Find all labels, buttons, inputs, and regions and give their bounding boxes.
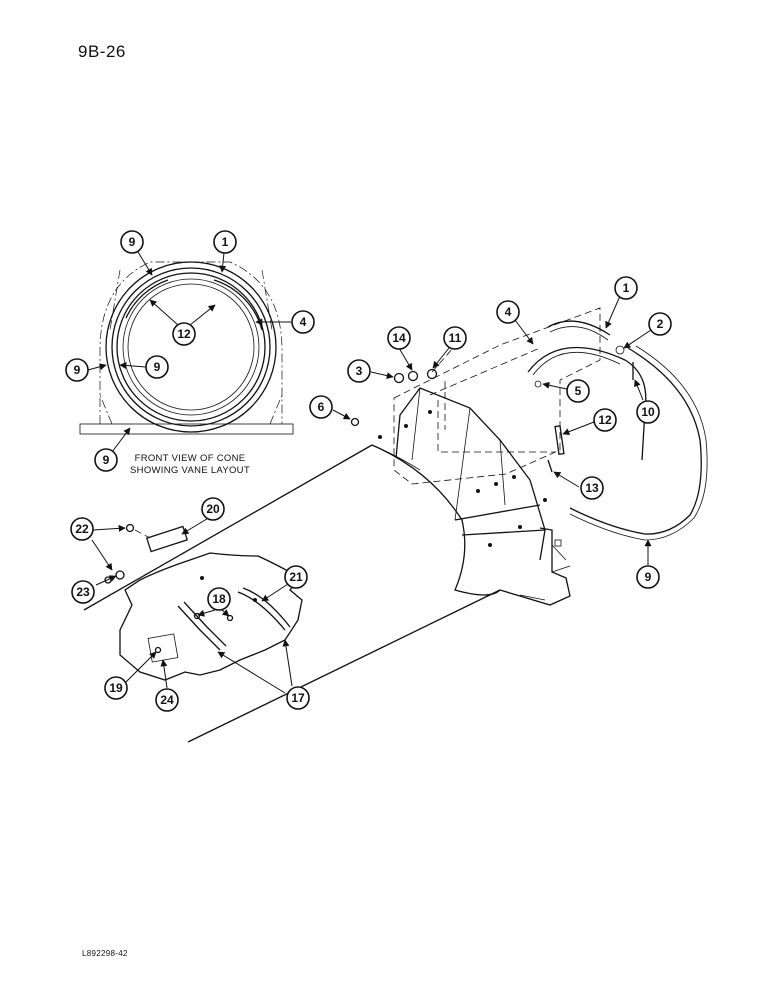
svg-text:9: 9 [154,360,161,374]
cutaway-outline [119,552,303,681]
svg-text:9: 9 [74,363,81,377]
nut-14 [407,370,419,382]
plate-24 [147,633,179,663]
callout-17: 17 [286,686,310,710]
svg-text:1: 1 [623,281,630,295]
vane-part-4 [527,346,647,461]
callout-9-inset-inner: 9 [145,355,169,379]
page-number: 9B-26 [78,42,126,61]
svg-text:20: 20 [206,502,220,516]
nut-6 [350,417,360,427]
svg-text:13: 13 [585,481,599,495]
svg-text:10: 10 [641,405,655,419]
svg-text:11: 11 [449,331,462,345]
vane-clip-12 [554,425,565,456]
svg-text:24: 24 [160,693,174,707]
interior-vane-21 [242,587,291,628]
svg-text:18: 18 [212,592,226,606]
svg-text:4: 4 [300,315,307,329]
svg-text:6: 6 [318,400,325,414]
nut-2 [615,345,625,355]
cone-tube-bottom-line [187,589,501,743]
cone-mount-bracket [499,527,571,606]
vane-part-1 [547,320,611,336]
vane-part-9 [569,347,702,535]
callout-19: 19 [104,676,128,700]
inset-cone-ring [116,272,266,422]
washer-23 [115,570,125,580]
nut-3 [393,372,405,384]
inset-base-plate [79,423,294,435]
nut-22 [125,523,135,533]
svg-text:9: 9 [129,235,136,249]
inset-outer-vane [105,261,277,433]
svg-text:1: 1 [222,235,229,249]
inset-vane-arc-left [125,279,169,319]
callout-1-inset: 1 [213,230,237,254]
svg-text:9: 9 [645,570,652,584]
callout-3: 3 [347,359,371,383]
svg-text:9: 9 [103,453,110,467]
callout-12: 12 [593,408,617,432]
svg-text:21: 21 [289,570,303,584]
callout-9: 9 [636,565,660,589]
cone-tube-top-line [83,444,373,611]
cone-bolt-holes [378,410,547,547]
inset-opening [127,283,255,411]
callout-6: 6 [309,395,333,419]
svg-text:23: 23 [76,585,90,599]
callout-9-inset-top: 9 [120,230,144,254]
plate-20 [145,525,189,553]
callout-22: 22 [70,517,94,541]
svg-text:12: 12 [177,327,191,341]
callout-20: 20 [201,497,225,521]
callout-14: 14 [387,326,411,350]
callout-23: 23 [71,580,95,604]
svg-text:17: 17 [291,691,305,705]
bolt-13 [547,459,553,473]
bolt-5-head [534,380,542,388]
main-cone [83,307,601,743]
svg-text:3: 3 [356,364,363,378]
leader-lines [87,251,652,694]
exploded-vanes [431,320,708,541]
inset-caption-line1: FRONT VIEW OF CONE [135,453,246,464]
footer-code: L892298-42 [82,949,128,958]
callout-13: 13 [580,476,604,500]
svg-text:22: 22 [75,522,89,536]
inset-caption-line2: SHOWING VANE LAYOUT [130,465,250,476]
cone-transition-body [395,387,546,561]
callout-11: 11 [443,326,467,350]
callout-18: 18 [207,587,231,611]
nut-11 [426,368,438,380]
callout-1: 1 [614,276,638,300]
callout-4-inset: 4 [291,310,315,334]
svg-text:2: 2 [657,317,664,331]
inset-front-view [79,261,294,435]
svg-text:12: 12 [598,413,612,427]
svg-text:14: 14 [392,331,406,345]
callout-21: 21 [284,565,308,589]
callout-2: 2 [648,312,672,336]
callout-4: 4 [496,300,520,324]
interior-vane-17 [183,601,227,647]
cone-top-hardware [350,368,438,427]
callout-12-inset: 12 [172,322,196,346]
callout-5: 5 [566,379,590,403]
inset-vane-ring [111,267,271,427]
svg-text:19: 19 [109,681,123,695]
svg-text:4: 4 [505,305,512,319]
callout-9-inset-bottom: 9 [94,448,118,472]
callout-24: 24 [155,688,179,712]
cone-tube-front-edge [371,444,501,596]
inset-inner-ring [122,278,260,416]
callout-9-inset-left: 9 [65,358,89,382]
callout-10: 10 [636,400,660,424]
svg-text:5: 5 [575,384,582,398]
